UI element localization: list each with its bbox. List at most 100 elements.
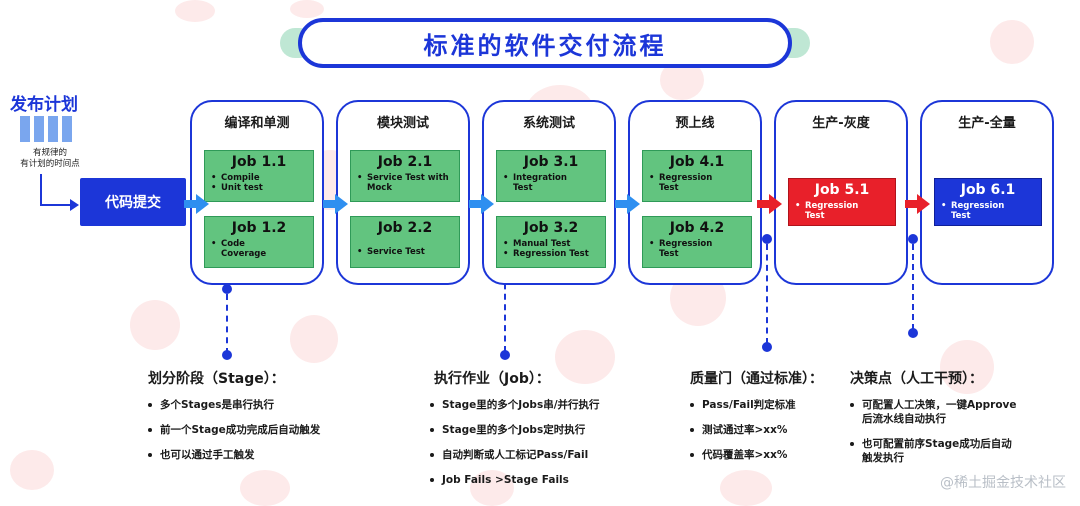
- job-card: Job 1.2 Code Coverage: [204, 216, 314, 268]
- background-dot: [470, 470, 514, 506]
- job-item: Service Test: [357, 247, 455, 257]
- job-card: Job 5.1 Regression Test: [788, 178, 896, 226]
- connector-dot: [908, 328, 918, 338]
- job-title: Job 2.2: [377, 220, 433, 236]
- job-title: Job 6.1: [960, 182, 1016, 198]
- note-item: Pass/Fail判定标准: [690, 398, 840, 412]
- release-plan-connector-horizontal: [40, 204, 72, 206]
- background-dot: [990, 20, 1034, 64]
- job-title: Job 1.2: [231, 220, 287, 236]
- job-item: Compile: [211, 173, 309, 183]
- stage-title: 生产-灰度: [812, 116, 870, 131]
- flow-arrow-icon: [615, 194, 641, 214]
- note-item: Job Fails >Stage Fails: [430, 473, 650, 487]
- note-item: 可配置人工决策，一键Approve后流水线自动执行: [850, 398, 1020, 426]
- background-dot: [555, 330, 615, 384]
- note-list-job: Stage里的多个Jobs串/并行执行 Stage里的多个Jobs定时执行 自动…: [430, 398, 650, 498]
- note-item: 也可配置前序Stage成功后自动触发执行: [850, 437, 1020, 465]
- connector-dot: [762, 342, 772, 352]
- flow-arrow-head: [627, 194, 640, 214]
- stage-title: 模块测试: [376, 116, 429, 131]
- job-item: Manual Test: [503, 239, 601, 249]
- job-item: Unit test: [211, 183, 309, 193]
- job-card: Job 3.2 Manual Test Regression Test: [496, 216, 606, 268]
- flow-arrow-head: [196, 194, 209, 214]
- release-plan-bar: [62, 116, 72, 142]
- job-card: Job 2.2 Service Test: [350, 216, 460, 268]
- flow-arrow-icon: [184, 194, 210, 214]
- background-dot: [175, 0, 215, 22]
- job-title: Job 4.1: [669, 154, 725, 170]
- job-items: Regression Test: [795, 201, 891, 221]
- job-card: Job 4.1 Regression Test: [642, 150, 752, 202]
- connector-dot: [762, 234, 772, 244]
- flow-arrow-shaft: [184, 200, 198, 208]
- note-item: 也可以通过手工触发: [148, 448, 368, 462]
- job-card: Job 2.1 Service Test with Mock: [350, 150, 460, 202]
- flow-arrow-head: [481, 194, 494, 214]
- connector-dot: [222, 350, 232, 360]
- flow-arrow-icon: [469, 194, 495, 214]
- job-items: Service Test with Mock: [357, 173, 455, 193]
- stage-title: 系统测试: [522, 116, 575, 131]
- connector-dashed-line: [766, 244, 768, 344]
- job-item: Regression Test: [649, 239, 715, 259]
- page-title: 标准的软件交付流程: [423, 31, 667, 60]
- stage-system-test: 系统测试 Job 3.1 Integration Test Job 3.2 Ma…: [482, 100, 616, 285]
- flow-arrow-shaft: [615, 200, 629, 208]
- note-title-job: 执行作业（Job）：: [434, 371, 550, 387]
- note-item: Stage里的多个Jobs定时执行: [430, 423, 650, 437]
- job-card: Job 1.1 Compile Unit test: [204, 150, 314, 202]
- release-plan-bar: [34, 116, 44, 142]
- note-title-stage: 划分阶段（Stage）：: [148, 371, 285, 387]
- flow-arrow-head: [769, 194, 782, 214]
- stage-production-full: 生产-全量 Job 6.1 Regression Test: [920, 100, 1054, 285]
- job-title: Job 2.1: [377, 154, 433, 170]
- job-title: Job 1.1: [231, 154, 287, 170]
- note-list-stage: 多个Stages是串行执行 前一个Stage成功完成后自动触发 也可以通过手工触…: [148, 398, 368, 473]
- stage-pre-release: 预上线 Job 4.1 Regression Test Job 4.2 Regr…: [628, 100, 762, 285]
- job-items: Compile Unit test: [211, 173, 309, 193]
- job-item: Regression Test: [795, 201, 861, 221]
- flow-arrow-head: [335, 194, 348, 214]
- note-item: 前一个Stage成功完成后自动触发: [148, 423, 368, 437]
- flow-arrow-shaft: [757, 200, 771, 208]
- job-items: Regression Test: [941, 201, 1037, 221]
- background-dot: [290, 315, 338, 363]
- job-title: Job 3.1: [523, 154, 579, 170]
- background-dot: [10, 450, 54, 490]
- background-dot: [240, 470, 290, 506]
- connector-dot: [908, 234, 918, 244]
- title-box: 标准的软件交付流程: [298, 18, 792, 68]
- release-plan-note-line1: 有规律的: [32, 148, 67, 158]
- background-dot: [720, 470, 772, 506]
- job-items: Integration Test: [503, 173, 601, 193]
- flow-arrow-shaft: [469, 200, 483, 208]
- code-commit-box: 代码提交: [80, 178, 186, 226]
- job-items: Service Test: [357, 247, 455, 257]
- flow-arrow-red-icon: [905, 194, 931, 214]
- watermark: @稀土掘金技术社区: [940, 475, 1066, 491]
- job-item: Regression Test: [941, 201, 1007, 221]
- note-list-decision-point: 可配置人工决策，一键Approve后流水线自动执行 也可配置前序Stage成功后…: [850, 398, 1020, 476]
- note-item: Stage里的多个Jobs串/并行执行: [430, 398, 650, 412]
- job-items: Regression Test: [649, 239, 747, 259]
- flow-arrow-icon: [323, 194, 349, 214]
- job-items: Manual Test Regression Test: [503, 239, 601, 259]
- note-item: 代码覆盖率>xx%: [690, 448, 840, 462]
- stage-title: 生产-全量: [958, 116, 1016, 131]
- release-plan-title: 发布计划: [10, 95, 78, 115]
- job-title: Job 5.1: [814, 182, 870, 198]
- job-title: Job 4.2: [669, 220, 725, 236]
- flow-arrow-shaft: [905, 200, 919, 208]
- stage-module-test: 模块测试 Job 2.1 Service Test with Mock Job …: [336, 100, 470, 285]
- flow-arrow-head: [917, 194, 930, 214]
- background-dot: [130, 300, 180, 350]
- flow-arrow-red-icon: [757, 194, 783, 214]
- release-plan-note: 有规律的 有计划的时间点: [10, 148, 90, 170]
- background-dot: [940, 340, 994, 394]
- job-item: Service Test with Mock: [357, 173, 455, 193]
- job-items: Regression Test: [649, 173, 747, 193]
- note-title-decision-point: 决策点（人工干预）：: [850, 371, 983, 387]
- stage-compile-unit-test: 编译和单测 Job 1.1 Compile Unit test Job 1.2 …: [190, 100, 324, 285]
